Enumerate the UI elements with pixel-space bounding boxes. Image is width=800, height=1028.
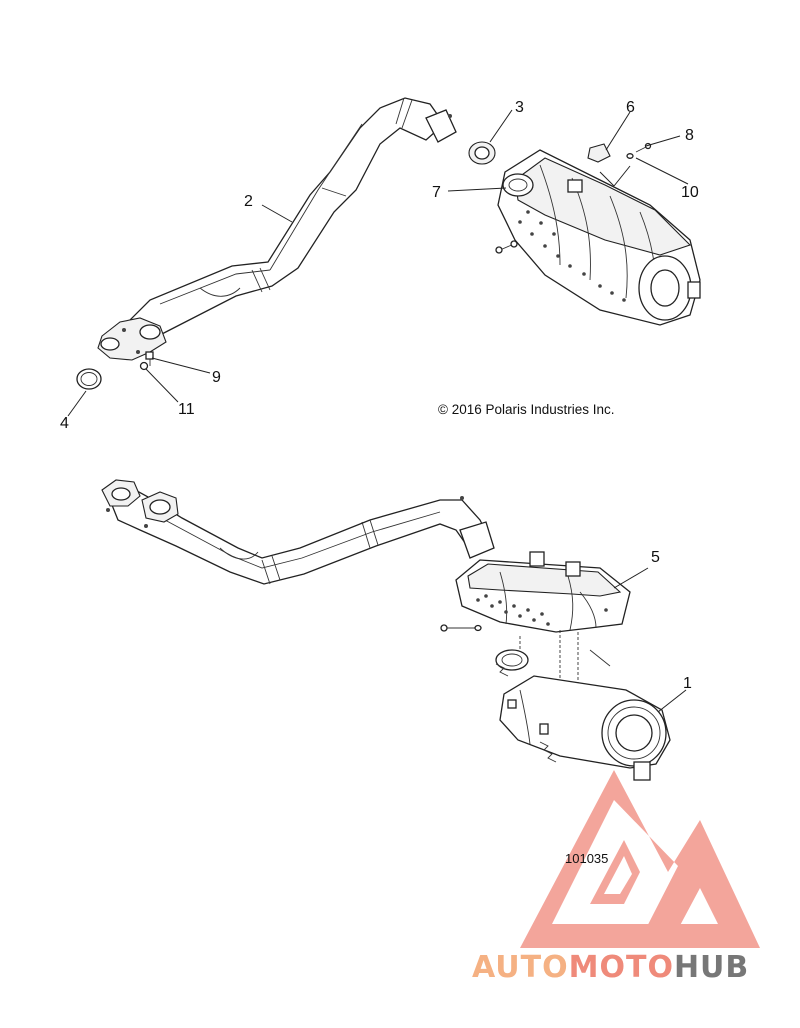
watermark-auto: AUTO	[472, 950, 569, 985]
muffler-assembly-upper	[495, 149, 701, 326]
bolt-part-9	[145, 351, 154, 366]
seal-part-3	[468, 141, 496, 165]
head-pipe-assembled	[101, 479, 495, 585]
watermark-hub: HUB	[674, 950, 749, 985]
copyright-notice: © 2016 Polaris Industries Inc.	[438, 402, 615, 417]
callout-7: 7	[432, 184, 441, 201]
callout-10: 10	[681, 184, 699, 201]
callout-11: 11	[178, 401, 195, 418]
heat-shield-part-5	[440, 551, 631, 633]
washer-part-10	[626, 153, 634, 159]
nut-part-11	[139, 361, 149, 371]
watermark-moto: MOTO	[569, 950, 674, 985]
callout-9: 9	[212, 369, 221, 386]
gasket-part-4	[76, 368, 102, 390]
callout-8: 8	[685, 127, 694, 144]
callout-2: 2	[244, 193, 253, 210]
automotohub-watermark-logo	[520, 770, 760, 948]
upper-exploded-assembly: 2 3 6 8 10 7 9 11 4	[60, 97, 701, 432]
callout-3: 3	[515, 99, 524, 116]
callout-1: 1	[683, 675, 692, 692]
muffler-part-1	[495, 663, 671, 781]
upper-leader-lines	[67, 109, 689, 417]
callout-6: 6	[626, 99, 635, 116]
head-pipe-part-2	[97, 97, 457, 361]
callout-5: 5	[651, 549, 660, 566]
watermark-wordmark: AUTOMOTOHUB	[472, 950, 749, 985]
grommet-part-6	[587, 143, 611, 163]
drawing-part-number: 101035	[565, 851, 608, 866]
bolt-part-8	[635, 142, 652, 153]
callout-4: 4	[60, 415, 69, 432]
lower-assembly-view: 5 1	[101, 479, 692, 781]
